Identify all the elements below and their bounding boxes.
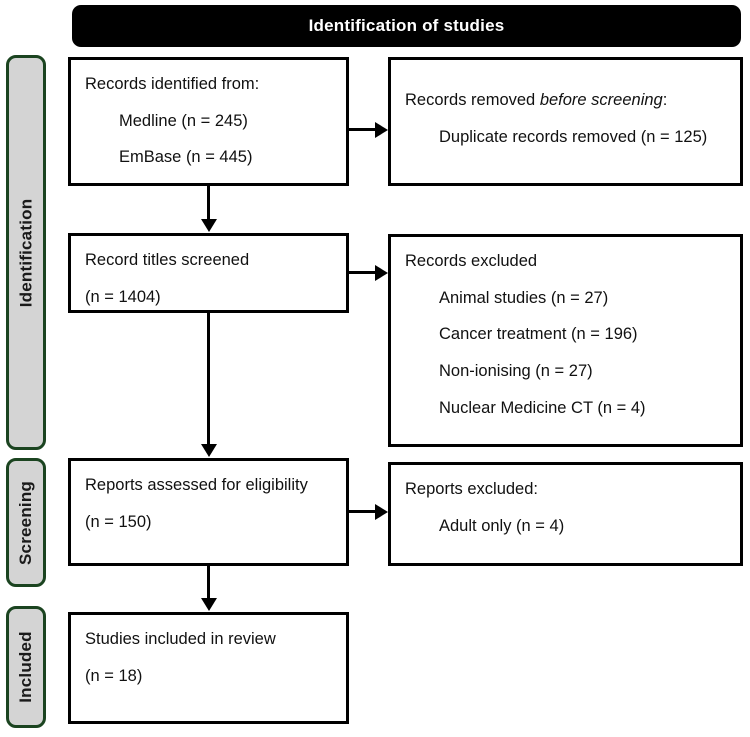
records-removed-heading: Records removed before screening: bbox=[405, 90, 726, 111]
connector-eligibility-to-included bbox=[207, 566, 210, 599]
box-studies-included: Studies included in review (n = 18) bbox=[68, 612, 349, 724]
records-excluded-non-ionising: Non-ionising (n = 27) bbox=[439, 361, 593, 380]
reports-assessed-count: (n = 150) bbox=[85, 512, 152, 531]
phase-bar-included: Included bbox=[6, 606, 46, 728]
arrowhead-screened-to-excluded bbox=[375, 264, 388, 281]
records-identified-medline: Medline (n = 245) bbox=[119, 111, 248, 130]
reports-excluded-heading: Reports excluded: bbox=[405, 480, 538, 498]
reports-assessed-heading: Reports assessed for eligibility bbox=[85, 476, 308, 494]
records-excluded-heading: Records excluded bbox=[405, 252, 538, 270]
arrowhead-screened-to-eligibility bbox=[200, 444, 217, 457]
box-reports-assessed-eligibility: Reports assessed for eligibility (n = 15… bbox=[68, 458, 349, 566]
connector-eligibility-to-reports-excluded bbox=[349, 510, 376, 513]
connector-screened-to-eligibility bbox=[207, 313, 210, 445]
records-removed-heading-suffix: : bbox=[662, 91, 668, 109]
record-titles-screened-count: (n = 1404) bbox=[85, 287, 161, 306]
box-reports-excluded: Reports excluded: Adult only (n = 4) bbox=[388, 462, 743, 566]
arrowhead-identified-to-screened bbox=[200, 219, 217, 232]
reports-excluded-adult-only: Adult only (n = 4) bbox=[439, 516, 565, 535]
box-records-removed-before-screening: Records removed before screening: Duplic… bbox=[388, 57, 743, 186]
box-records-excluded: Records excluded Animal studies (n = 27)… bbox=[388, 234, 743, 447]
identification-banner: Identification of studies bbox=[72, 5, 741, 47]
records-identified-heading: Records identified from: bbox=[85, 75, 260, 93]
record-titles-screened-heading: Record titles screened bbox=[85, 251, 250, 269]
phase-label-screening: Screening bbox=[16, 480, 35, 565]
phase-label-identification: Identification bbox=[16, 198, 36, 307]
arrowhead-identified-to-removed bbox=[375, 121, 388, 138]
arrowhead-eligibility-to-included bbox=[200, 598, 217, 611]
arrowhead-eligibility-to-reports-excluded bbox=[375, 503, 388, 520]
box-records-identified: Records identified from: Medline (n = 24… bbox=[68, 57, 349, 186]
records-excluded-animal-studies: Animal studies (n = 27) bbox=[439, 288, 609, 307]
records-removed-heading-italic: before screening bbox=[539, 91, 663, 109]
studies-included-heading: Studies included in review bbox=[85, 630, 276, 648]
phase-label-included: Included bbox=[16, 631, 35, 703]
phase-bar-identification: Identification bbox=[6, 55, 46, 450]
records-removed-heading-prefix: Records removed bbox=[405, 91, 540, 109]
records-identified-embase: EmBase (n = 445) bbox=[119, 148, 253, 167]
banner-title: Identification of studies bbox=[308, 16, 505, 35]
connector-screened-to-excluded bbox=[349, 271, 376, 274]
box-record-titles-screened: Record titles screened (n = 1404) bbox=[68, 233, 349, 313]
records-excluded-cancer-treatment: Cancer treatment (n = 196) bbox=[439, 325, 638, 344]
phase-bar-screening: Screening bbox=[6, 458, 46, 587]
studies-included-count: (n = 18) bbox=[85, 666, 143, 685]
connector-identified-to-screened bbox=[207, 186, 210, 220]
records-removed-duplicates: Duplicate records removed (n = 125) bbox=[439, 127, 708, 146]
connector-identified-to-removed bbox=[349, 128, 376, 131]
records-excluded-nuclear-medicine-ct: Nuclear Medicine CT (n = 4) bbox=[439, 398, 646, 417]
